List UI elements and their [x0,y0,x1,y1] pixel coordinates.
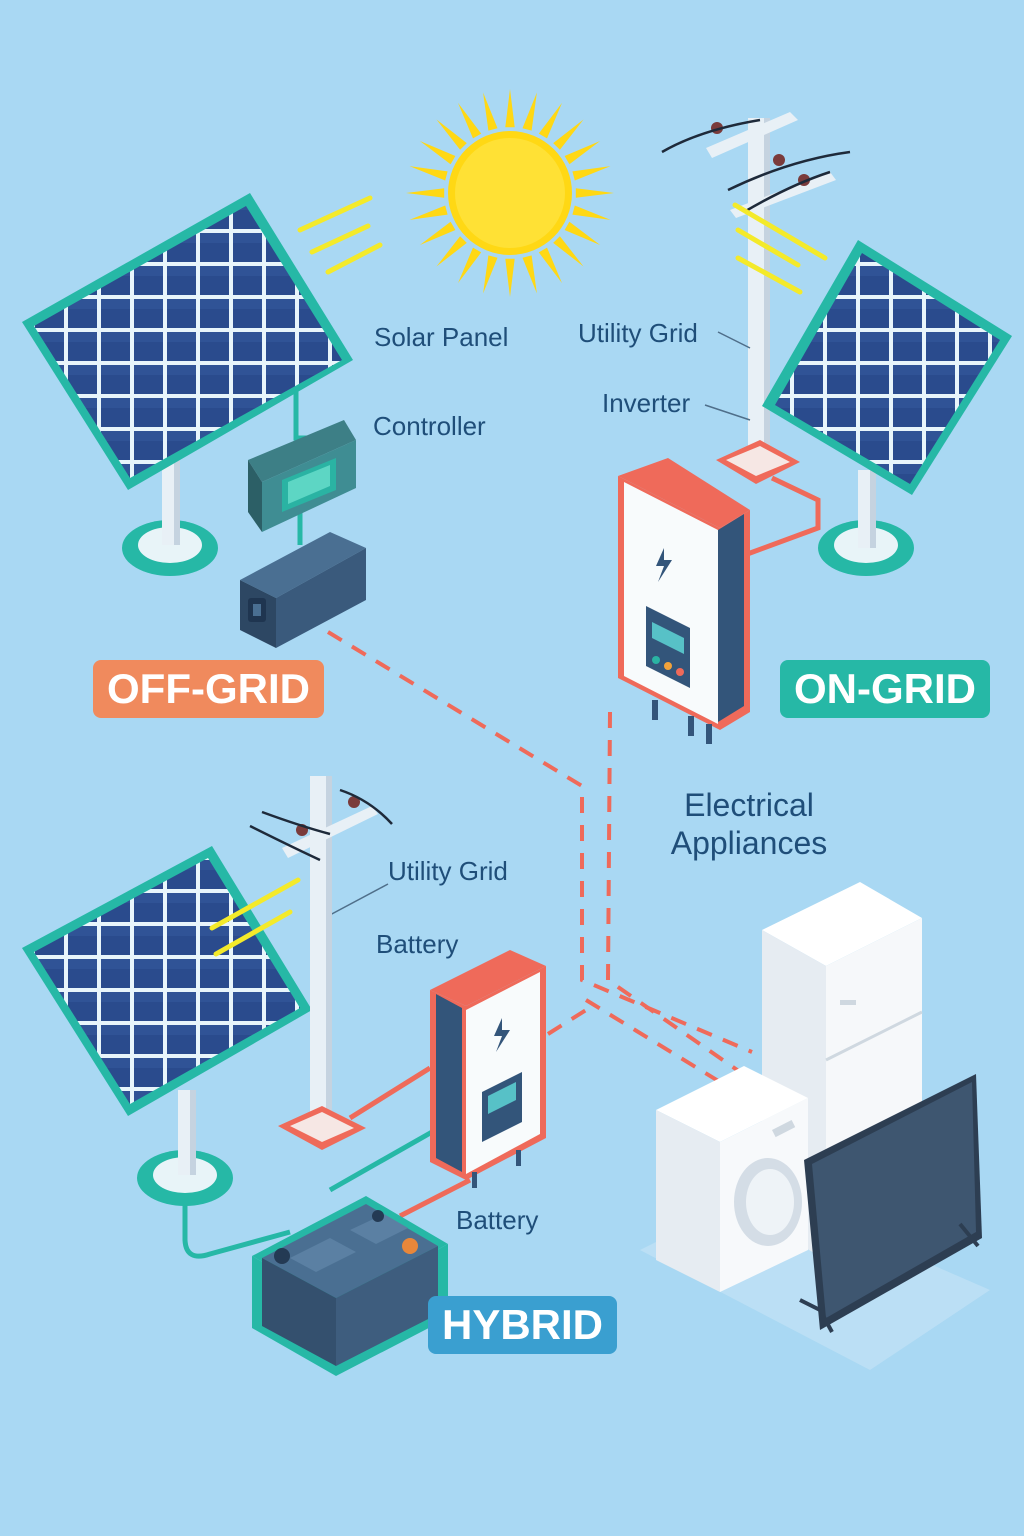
on-grid-ac-wire [741,475,821,559]
on-grid-sun-rays-icon [732,202,828,295]
sun-ray [458,102,482,139]
sun-ray [522,92,537,131]
hybrid-solar-panel-icon [22,846,312,1206]
sun-icon [406,89,614,297]
washing-machine-icon [656,1066,808,1292]
sun-ray [419,141,456,165]
hybrid-inverter-icon [430,950,546,1188]
sun-ray [553,236,584,267]
sun-ray [406,188,445,198]
on-grid-badge: ON-GRID [780,660,990,718]
sun-ray [575,188,614,198]
sun-ray [458,247,482,284]
appliance-feed-dashed-lines [326,630,753,1084]
sun-ray [436,119,467,150]
sun-ray [564,221,601,245]
sun-ray [564,141,601,165]
on-grid-solar-panel-icon [762,240,1012,576]
sun-ray [505,89,515,128]
sun-ray [538,247,562,284]
battery-label-lower: Battery [456,1205,539,1235]
sun-ray [483,92,498,131]
utility-grid-label-top: Utility Grid [578,318,698,348]
electrical-appliances-label-line2: Appliances [670,825,828,861]
sunlight-rays-icon [297,195,383,275]
hybrid-badge: HYBRID [428,1296,618,1354]
sun-ray [505,258,515,297]
inverter-label: Inverter [602,388,691,418]
grid-inverter-icon [618,458,750,744]
sun-ray [522,255,537,294]
hybrid-sun-rays-icon [209,877,301,957]
sun-ray [572,166,611,181]
sun-ray [436,236,467,267]
hybrid-ac-wire [348,1065,472,1219]
sun-ray [538,102,562,139]
sun-ray [409,166,448,181]
charge-controller-icon [248,420,356,532]
off-grid-badge: OFF-GRID [93,660,324,718]
battery-label-upper: Battery [376,929,459,959]
utility-pole-icon [661,112,851,484]
off-grid-battery-icon [240,532,366,648]
utility-grid-label-bottom: Utility Grid [388,856,508,886]
solar-panel-label: Solar Panel [374,322,509,352]
sun-ray [419,221,456,245]
sun-ray [553,119,584,150]
sun-ray [483,255,498,294]
electrical-appliances-label: Electrical Appliances [640,786,858,862]
television-icon [799,1074,982,1333]
controller-label: Controller [373,411,486,441]
hybrid-utility-pole-icon [249,776,393,1150]
electrical-appliances-label-line1: Electrical [684,787,814,823]
label-leader-lines [327,331,751,917]
hybrid-dc-wire [182,1129,434,1259]
sun-ray [409,205,448,220]
sun-ray [572,205,611,220]
hybrid-battery-icon [252,1196,448,1376]
off-grid-solar-panel-icon [22,193,353,576]
